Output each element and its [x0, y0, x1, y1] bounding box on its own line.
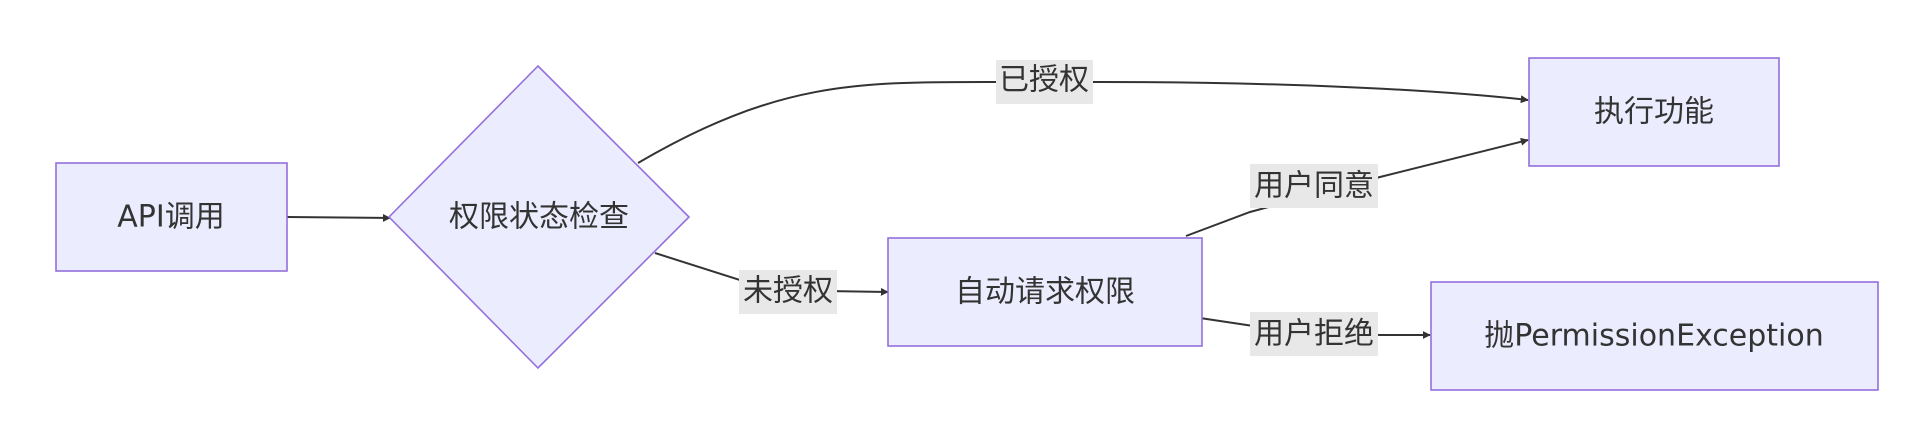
edge-label-user-reject-text: 用户拒绝 [1254, 317, 1374, 352]
edge-label-user-agree: 用户同意 [1250, 164, 1378, 208]
edge-label-authorized: 已授权 [996, 60, 1093, 104]
node-auto-request: 自动请求权限 [887, 237, 1203, 347]
node-throw-exception-label: 抛PermissionException [1484, 319, 1823, 354]
edge-api-to-check [286, 213, 391, 222]
node-auto-request-label: 自动请求权限 [955, 275, 1135, 310]
node-permission-check-label: 权限状态检查 [449, 200, 629, 235]
node-throw-exception: 抛PermissionException [1430, 281, 1879, 391]
node-api-call-label: API调用 [117, 200, 224, 235]
node-permission-check: 权限状态检查 [387, 64, 691, 370]
edge-label-unauthorized: 未授权 [739, 270, 837, 314]
edge-authorized [637, 80, 1529, 164]
node-execute: 执行功能 [1528, 57, 1780, 167]
node-execute-label: 执行功能 [1594, 95, 1714, 130]
edge-label-unauthorized-text: 未授权 [743, 274, 833, 309]
edge-label-user-agree-text: 用户同意 [1254, 169, 1374, 204]
edge-label-authorized-text: 已授权 [999, 63, 1089, 98]
edge-label-user-reject: 用户拒绝 [1250, 312, 1378, 356]
node-api-call: API调用 [55, 162, 288, 272]
